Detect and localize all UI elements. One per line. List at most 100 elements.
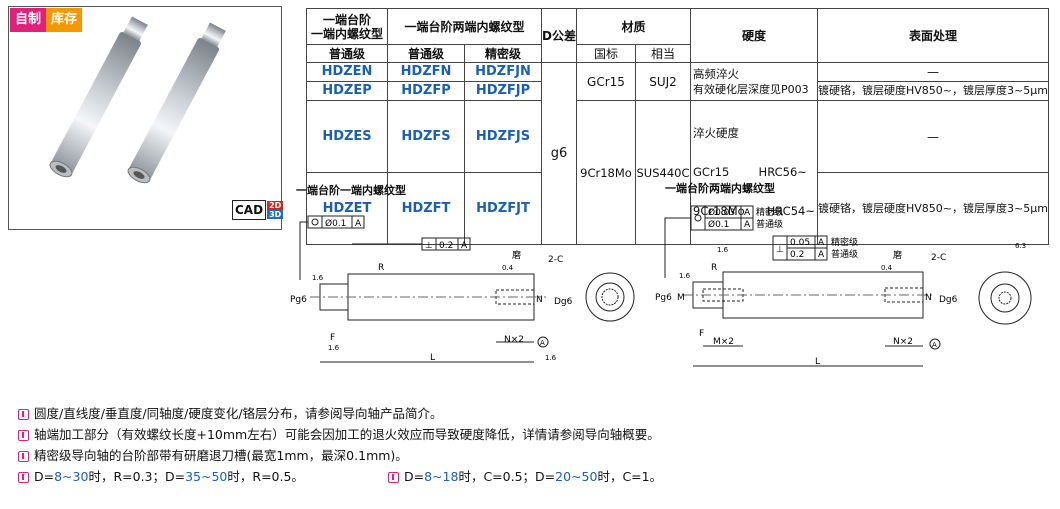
code-hdzfjn: HDZFJN: [464, 62, 542, 82]
d2-tol1: Ø0.03: [708, 207, 735, 218]
header-gb: 国标: [576, 44, 636, 63]
note-2: 轴端加工部分（有效螺纹长度+10mm左右）可能会因加工的退火效应而导致硬度降低，…: [18, 426, 660, 444]
info-icon: [18, 429, 29, 441]
hard1-a: 高频淬火: [693, 66, 739, 81]
d2-perp1: 0.05: [790, 238, 810, 248]
header-dtol: D公差: [541, 8, 577, 63]
note-1: 圆度/直线度/垂直度/同轴度/硬度变化/铬层分布，请参阅导向轴产品简介。: [18, 405, 443, 423]
header-surface: 表面处理: [817, 8, 1049, 63]
d1-n-label: N: [536, 295, 543, 305]
code-hdzen: HDZEN: [306, 62, 388, 82]
header-eq: 相当: [635, 44, 691, 63]
info-icon: [18, 471, 29, 483]
header-precision: 精密级: [464, 44, 542, 63]
cad-2d[interactable]: 2D: [267, 201, 284, 210]
code-hdzfs: HDZFS: [387, 100, 465, 173]
d1-roundness-icon: [311, 218, 319, 226]
header-hardness: 硬度: [690, 8, 818, 63]
mat1-eq: SUJ2: [635, 62, 691, 101]
code-hdzep: HDZEP: [306, 81, 388, 101]
header-type1: 一端台阶 一端内螺纹型: [306, 8, 388, 45]
info-icon: [18, 408, 29, 420]
note-3: 精密级导向轴的台阶部带有研磨退刀槽(最宽1mm，最深0.1mm)。: [18, 447, 408, 465]
note-4-e: 时，R=0.5。: [227, 469, 304, 484]
d1-perp-icon: ⊥: [425, 241, 433, 251]
d2-tol2-ref: A: [744, 220, 751, 230]
note-1-text: 圆度/直线度/垂直度/同轴度/硬度变化/铬层分布，请参阅导向轴产品简介。: [34, 406, 443, 421]
d1-grind: 磨: [512, 250, 521, 261]
note-4-range1: 8~30: [54, 469, 89, 484]
code-hdzfn: HDZFN: [387, 62, 465, 82]
d2-perp-icon: ⊥: [776, 245, 784, 255]
d2-tol1-grade: 精密级: [756, 206, 783, 218]
d1-tol-perp: 0.2: [439, 241, 453, 251]
surf-plate1: 镀硬铬，镀层硬度HV850~，镀层厚度3~5μm: [817, 81, 1049, 101]
note-5-e: 时，C=1。: [597, 469, 663, 484]
note-4-c: 时，R=0.3；D=: [88, 469, 186, 484]
d2-tol2: Ø0.1: [708, 219, 729, 230]
header-normal2: 普通级: [387, 44, 465, 63]
d2-rough16b: 1.6: [717, 246, 729, 254]
d2-datum: A: [932, 341, 937, 349]
note-5-range2: 20~50: [555, 469, 598, 484]
code-hdzfp: HDZFP: [387, 81, 465, 101]
d1-rough16a: 1.6: [312, 274, 324, 282]
d2-m-label: M: [677, 293, 685, 303]
d2-perp2-ref: A: [818, 250, 825, 260]
d1-d-label: Dg6: [554, 297, 573, 307]
d1-round-frame: [307, 215, 323, 229]
d2-d-label: Dg6: [939, 295, 958, 305]
cad-label: CAD: [232, 200, 267, 220]
mat2-gb: 9Cr18Mo: [576, 100, 636, 245]
d1-rough16b: 1.6: [328, 344, 340, 352]
note-4-range2: 35~50: [185, 469, 228, 484]
mat1-gb: GCr15: [576, 62, 636, 101]
d2-perp2: 0.2: [790, 250, 804, 260]
d2-perp2-grade: 普通级: [831, 248, 858, 260]
header-material: 材质: [576, 8, 691, 45]
d1-nx2: N×2: [504, 335, 524, 345]
d2-r: R: [711, 263, 717, 273]
d1-rough04: 0.4: [502, 264, 514, 272]
cad-button[interactable]: CAD 2D 3D: [232, 200, 284, 220]
d1-tol-round-ref: A: [355, 219, 362, 229]
d2-perp1-ref: A: [818, 238, 825, 248]
d2-f: F: [699, 329, 704, 339]
d2-tol1-ref: A: [744, 208, 751, 218]
badge-group: 自制 库存: [10, 8, 83, 32]
d2-l: L: [815, 357, 820, 367]
hard2-c: 9Cr18Mo HRC54~: [693, 204, 815, 218]
d1-l: L: [430, 353, 435, 363]
code-hdzfjs: HDZFJS: [464, 100, 542, 173]
surf-dash2: —: [817, 100, 1049, 173]
d2-perp1-grade: 精密级: [831, 236, 858, 248]
product-photo-panel: [8, 6, 282, 230]
code-hdzes: HDZES: [306, 100, 388, 173]
code-hdzft: HDZFT: [387, 172, 465, 245]
header-type2: 一端台阶两端内螺纹型: [387, 8, 542, 45]
d2-rough16a: 1.6: [679, 272, 691, 280]
d2-grind: 磨: [893, 250, 902, 261]
header-normal1: 普通级: [306, 44, 388, 63]
info-icon: [388, 471, 399, 483]
note-5-a: D=: [404, 469, 425, 484]
product-photo: [49, 16, 226, 184]
info-icon: [18, 450, 29, 462]
cad-3d[interactable]: 3D: [267, 210, 284, 219]
d2-n-label: N: [925, 293, 932, 303]
surf-plate2: 镀硬铬，镀层硬度HV850~，镀层厚度3~5μm: [817, 172, 1049, 245]
d1-tol-round: Ø0.1: [325, 218, 346, 229]
d1-end-view: [585, 272, 635, 322]
hard2-a: 淬火硬度: [693, 126, 739, 140]
d2-end-view: [978, 271, 1032, 325]
note-4-a: D=: [34, 469, 55, 484]
d2-tol2-grade: 普通级: [756, 218, 783, 230]
d2-rough04: 0.4: [881, 264, 893, 272]
code-hdzfjt: HDZFJT: [464, 172, 542, 245]
d1-r: R: [378, 263, 384, 273]
d1-f: F: [330, 333, 335, 343]
drawing2-title: 一端台阶两端内螺纹型: [665, 182, 775, 195]
d1-chamfer: 2-C: [548, 255, 563, 265]
